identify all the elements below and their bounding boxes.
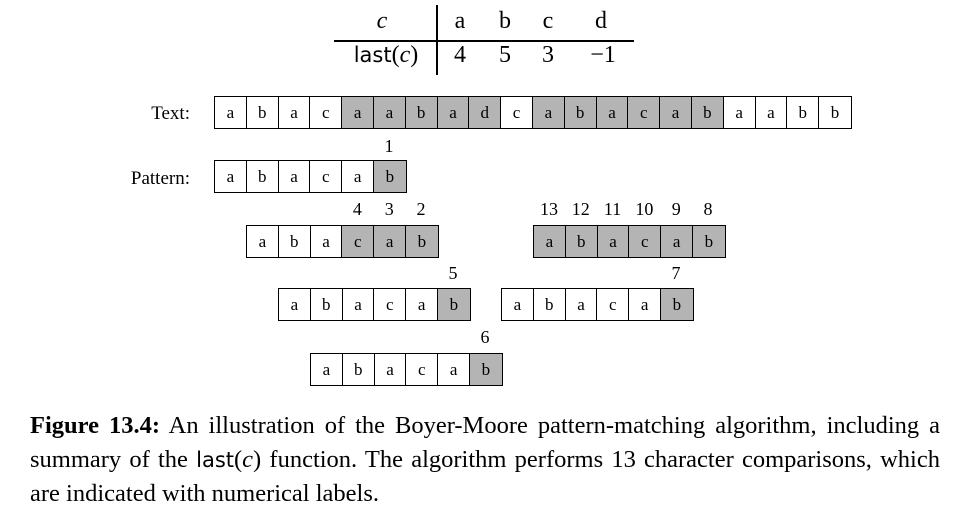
comparison-label: 10: [635, 199, 654, 219]
pattern-cell: c: [342, 226, 375, 257]
text-cell: a: [532, 97, 565, 128]
text-cell: c: [501, 97, 533, 128]
pattern-cell: a: [343, 289, 375, 320]
text-cell: b: [564, 97, 597, 128]
caption-func-arg: c: [242, 446, 254, 473]
table-char-d: d: [595, 8, 607, 34]
text-cell: a: [660, 97, 692, 128]
table-value-d: −1: [590, 42, 616, 68]
pattern-cell: b: [373, 161, 406, 192]
table-char-c: c: [542, 8, 554, 34]
comparison-label: 7: [671, 263, 681, 283]
text-cell: b: [830, 102, 840, 122]
pattern-cell: a: [438, 354, 470, 385]
pattern-cell: a: [279, 289, 311, 320]
table-vertical-rule: [436, 5, 438, 75]
pattern-cell: c: [406, 354, 439, 385]
table-value-a: 4: [454, 42, 466, 68]
pattern-cell: a: [374, 226, 406, 257]
text-cell: c: [310, 97, 343, 128]
pattern-cell: b: [405, 226, 438, 257]
pattern-cell: a: [311, 354, 343, 385]
table-char-a: a: [454, 8, 466, 34]
comparison-label: 13: [540, 199, 558, 219]
pattern-cell: a: [406, 289, 438, 320]
comparison-label: 8: [703, 199, 713, 219]
text-row-label: Text:: [151, 103, 190, 124]
text-cell: a: [724, 97, 756, 128]
pattern-cell: a: [279, 161, 311, 192]
pattern-cell: c: [597, 289, 630, 320]
pattern-cell: b: [437, 289, 470, 320]
pattern-cell: a: [629, 289, 661, 320]
pattern-cell: a: [566, 289, 598, 320]
caption-text-2: function. The algorithm performs 13 char…: [30, 446, 940, 507]
comparison-label: 11: [603, 199, 622, 219]
pattern-cell: b: [311, 289, 343, 320]
text-cell: d: [469, 97, 502, 128]
pattern-cell: b: [469, 354, 502, 385]
pattern-cell: a: [375, 354, 407, 385]
comparison-label: 12: [571, 199, 590, 219]
caption-text-1: An illustration of the Boyer-Moore patte…: [30, 412, 940, 473]
table-value-c: 3: [542, 42, 554, 68]
pattern-cell: b: [534, 289, 566, 320]
text-cell: a: [373, 97, 406, 128]
text-cell: b: [787, 97, 820, 128]
pattern-row-label: Pattern:: [130, 168, 190, 189]
text-cell: b: [691, 97, 724, 128]
pattern-cell: a: [661, 226, 693, 257]
caption-label: Figure 13.4:: [30, 412, 160, 439]
text-cell: a: [215, 97, 247, 128]
text-cell: b: [247, 97, 279, 128]
pattern-cell: a: [215, 161, 247, 192]
text-cell: a: [279, 97, 311, 128]
table-function-label: last(c): [353, 42, 419, 68]
table-value-b: 5: [499, 42, 511, 68]
text-cell: a: [437, 97, 470, 128]
comparison-label: 9: [671, 199, 681, 219]
comparison-label: 6: [480, 327, 490, 347]
text-cell: a: [596, 97, 629, 128]
pattern-cell: a: [247, 226, 279, 257]
caption-func: last: [196, 448, 234, 472]
pattern-cell: a: [597, 226, 630, 257]
pattern-cell: b: [660, 289, 693, 320]
comparison-label: 5: [448, 263, 458, 283]
table-char-b: b: [499, 8, 511, 34]
table-horizontal-rule: [334, 40, 634, 42]
text-cell: a: [756, 97, 788, 128]
pattern-cell: b: [343, 354, 375, 385]
text-cell: c: [628, 97, 661, 128]
pattern-cell: b: [565, 226, 598, 257]
pattern-cell: a: [502, 289, 534, 320]
pattern-cell: a: [534, 226, 566, 257]
figure-caption: Figure 13.4: An illustration of the Boye…: [30, 412, 940, 507]
pattern-cell: a: [311, 226, 343, 257]
pattern-cell: c: [629, 226, 662, 257]
pattern-cell: a: [342, 161, 374, 192]
comparison-label: 1: [384, 136, 394, 156]
pattern-cell: b: [279, 226, 311, 257]
comparison-label: 3: [384, 199, 394, 219]
comparison-label: 2: [416, 199, 426, 219]
text-cell: a: [342, 97, 374, 128]
pattern-cell: c: [374, 289, 407, 320]
pattern-cell: b: [692, 226, 725, 257]
table-header-label: c: [376, 8, 388, 34]
pattern-cell: b: [247, 161, 279, 192]
pattern-cell: c: [310, 161, 343, 192]
comparison-label: 4: [352, 199, 362, 219]
text-cell: b: [405, 97, 438, 128]
